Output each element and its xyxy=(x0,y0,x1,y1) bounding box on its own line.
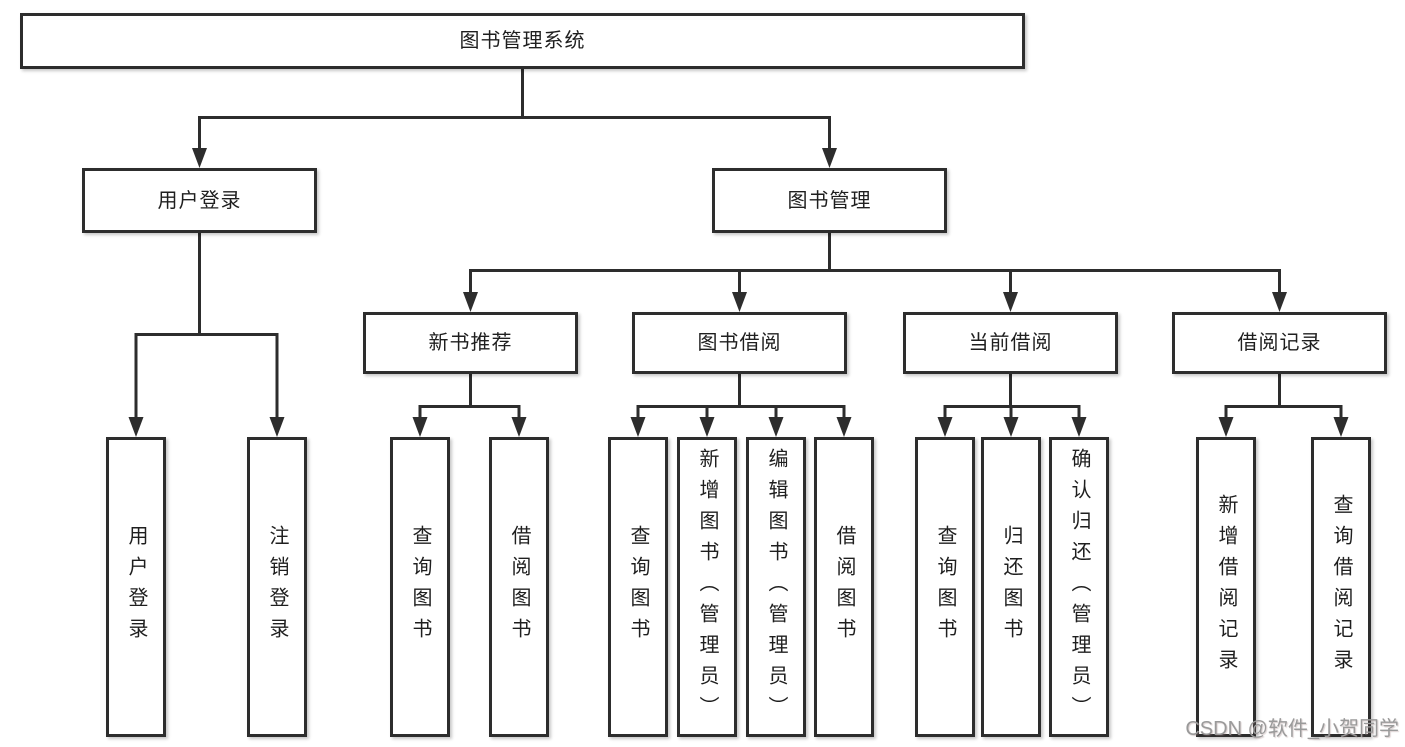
leaf-add-borrow-record: 新增借阅记录 xyxy=(1196,437,1256,737)
arrowhead xyxy=(732,292,747,312)
node-label: 确认归还（管理员） xyxy=(1068,447,1090,727)
node-new-book-recommend: 新书推荐 xyxy=(363,312,578,374)
node-system-root: 图书管理系统 xyxy=(20,13,1025,69)
node-label: 借阅记录 xyxy=(1237,332,1322,354)
node-label: 图书管理系统 xyxy=(459,30,586,52)
node-label: 借阅图书 xyxy=(833,525,855,649)
leaf-confirm-return-admin: 确认归还（管理员） xyxy=(1049,437,1109,737)
arrowhead xyxy=(463,292,478,312)
node-label: 新增借阅记录 xyxy=(1215,494,1237,680)
leaf-logout: 注销登录 xyxy=(247,437,307,737)
arrowhead xyxy=(937,417,953,437)
node-label: 新增图书（管理员） xyxy=(696,447,718,727)
arrowhead xyxy=(511,417,527,437)
node-label: 图书借阅 xyxy=(697,332,782,354)
connector-records-children xyxy=(1224,374,1343,420)
connector-borrow-children xyxy=(636,374,846,420)
node-label: 当前借阅 xyxy=(968,332,1053,354)
arrowhead xyxy=(1003,292,1018,312)
node-label: 用户登录 xyxy=(125,525,147,649)
arrowhead xyxy=(630,417,646,437)
node-label: 图书管理 xyxy=(787,189,872,212)
arrowhead xyxy=(128,417,144,437)
connector-userlogin-children xyxy=(134,233,279,420)
leaf-query-books-recommend: 查询图书 xyxy=(390,437,450,737)
leaf-borrow-books-recommend: 借阅图书 xyxy=(489,437,549,737)
leaf-add-books-admin: 新增图书（管理员） xyxy=(677,437,737,737)
leaf-borrow-books: 借阅图书 xyxy=(814,437,874,737)
node-label: 查询图书 xyxy=(934,525,956,649)
node-label: 用户登录 xyxy=(157,189,242,212)
leaf-query-borrow-record: 查询借阅记录 xyxy=(1311,437,1371,737)
leaf-return-books: 归还图书 xyxy=(981,437,1041,737)
node-label: 查询图书 xyxy=(627,525,649,649)
arrowhead xyxy=(1071,417,1087,437)
arrowhead xyxy=(699,417,715,437)
node-label: 归还图书 xyxy=(1000,525,1022,649)
node-label: 新书推荐 xyxy=(428,332,513,354)
arrowhead xyxy=(192,148,207,168)
node-book-borrowing: 图书借阅 xyxy=(632,312,847,374)
node-book-management: 图书管理 xyxy=(712,168,947,233)
leaf-edit-books-admin: 编辑图书（管理员） xyxy=(746,437,806,737)
node-user-login: 用户登录 xyxy=(82,168,317,233)
arrowhead xyxy=(1003,417,1019,437)
arrowhead xyxy=(822,148,837,168)
node-label: 编辑图书（管理员） xyxy=(765,447,787,727)
node-label: 查询图书 xyxy=(409,525,431,649)
node-label: 注销登录 xyxy=(266,525,288,649)
node-current-borrowing: 当前借阅 xyxy=(903,312,1118,374)
arrowhead xyxy=(836,417,852,437)
node-borrow-records: 借阅记录 xyxy=(1172,312,1387,374)
arrowhead xyxy=(1333,417,1349,437)
arrowhead xyxy=(1218,417,1234,437)
watermark: CSDN @软件_小贺同学 xyxy=(1185,718,1399,740)
node-label: 借阅图书 xyxy=(508,525,530,649)
arrowhead xyxy=(768,417,784,437)
connector-bookmgmt-children xyxy=(469,233,1281,296)
leaf-query-books-borrow: 查询图书 xyxy=(608,437,668,737)
connector-current-children xyxy=(943,374,1081,420)
arrowhead xyxy=(1272,292,1287,312)
node-label: 查询借阅记录 xyxy=(1330,494,1352,680)
leaf-user-login: 用户登录 xyxy=(106,437,166,737)
arrowhead xyxy=(412,417,428,437)
connector-newbook-children xyxy=(418,374,521,420)
leaf-query-books-current: 查询图书 xyxy=(915,437,975,737)
arrowhead xyxy=(269,417,285,437)
connector-root-to-level2 xyxy=(198,69,831,151)
